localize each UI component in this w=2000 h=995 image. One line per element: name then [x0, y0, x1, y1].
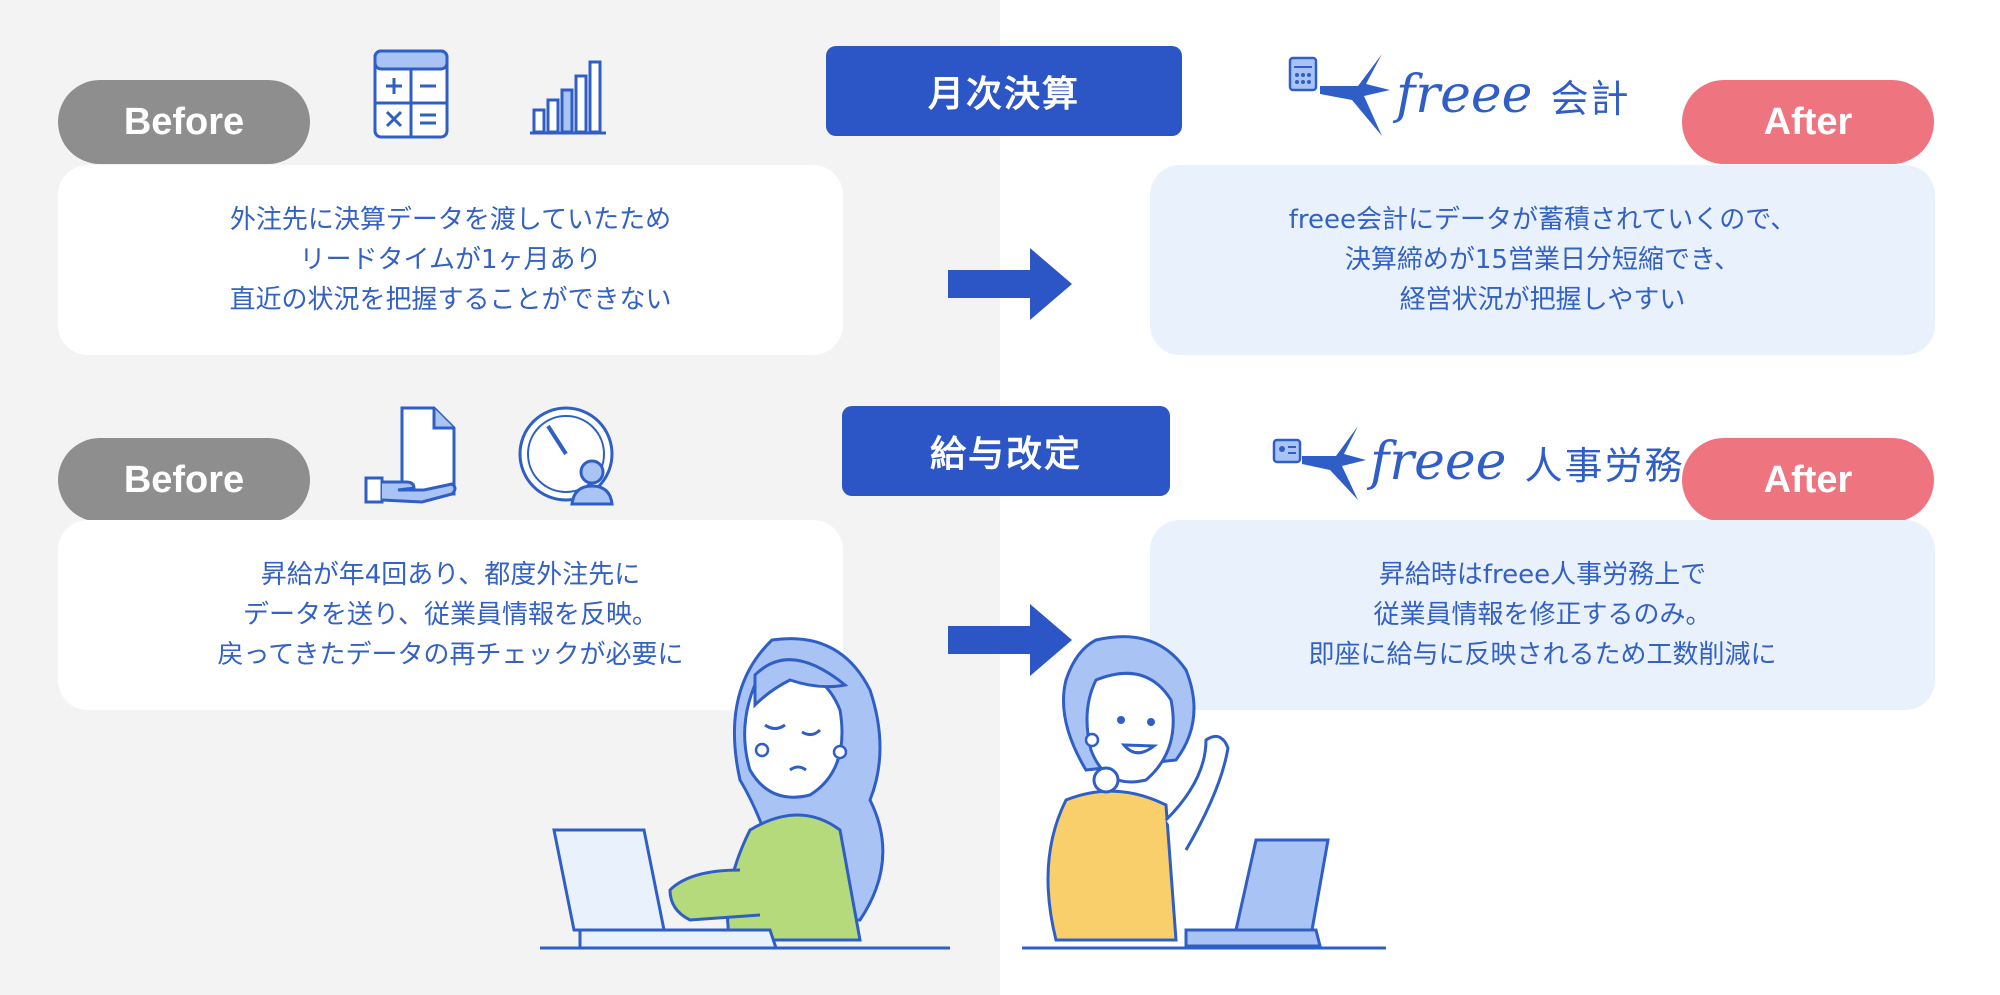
worried-woman-illustration [540, 630, 960, 960]
before-badge-label: Before [123, 100, 245, 143]
card-line: 従業員情報を修正するのみ。 [1373, 600, 1712, 630]
logo-product-name: 会計 [1550, 76, 1631, 121]
card-line: 経営状況が把握しやすい [1399, 285, 1686, 315]
clock-person-icon [516, 404, 620, 508]
after-card-row1: freee会計にデータが蓄積されていくので、 決算締めが15営業日分短縮でき、 … [1150, 165, 1935, 355]
freee-accounting-bird-icon [1286, 50, 1396, 140]
card-line: リードタイムが1ヶ月あり [299, 245, 602, 275]
category-label-monthly-closing: 月次決算 [826, 46, 1182, 136]
before-card-row1: 外注先に決算データを渡していたため リードタイムが1ヶ月あり 直近の状況を把握す… [58, 165, 843, 355]
card-line: 直近の状況を把握することができない [229, 285, 672, 315]
after-badge-label: After [1763, 458, 1853, 501]
category-text: 月次決算 [927, 74, 1080, 115]
after-badge-row1: After [1682, 80, 1934, 164]
before-badge-label: Before [123, 458, 245, 501]
card-line: 外注先に決算データを渡していたため [229, 205, 672, 235]
bar-chart-icon [530, 58, 610, 136]
freee-hr-bird-icon [1270, 420, 1370, 504]
logo-wordmark: freee [1370, 432, 1507, 492]
right-arrow-icon [948, 248, 1072, 320]
after-badge-label: After [1763, 100, 1853, 143]
calculator-icon [372, 48, 450, 140]
category-text: 給与改定 [929, 434, 1082, 475]
freee-hr-logo: freee 人事労務 [1270, 420, 1684, 504]
right-arrow-icon [948, 604, 1072, 676]
after-card-row2: 昇給時はfreee人事労務上で 従業員情報を修正するのみ。 即座に給与に反映され… [1150, 520, 1935, 710]
before-card-row2: 昇給が年4回あり、都度外注先に データを送り、従業員情報を反映。 戻ってきたデー… [58, 520, 843, 710]
before-badge-row2: Before [58, 438, 310, 522]
card-line: 昇給時はfreee人事労務上で [1378, 560, 1707, 590]
happy-woman-illustration [1016, 630, 1396, 960]
logo-wordmark: freee [1396, 65, 1533, 125]
card-line: データを送り、従業員情報を反映。 [243, 600, 658, 630]
card-line: 決算締めが15営業日分短縮でき、 [1344, 245, 1741, 275]
card-line: 即座に給与に反映されるため工数削減に [1308, 640, 1777, 670]
document-hand-icon [362, 404, 462, 504]
logo-product-name: 人事労務 [1524, 443, 1685, 488]
before-badge-row1: Before [58, 80, 310, 164]
category-label-salary-revision: 給与改定 [842, 406, 1170, 496]
after-badge-row2: After [1682, 438, 1934, 522]
card-line: 戻ってきたデータの再チェックが必要に [217, 640, 684, 670]
card-line: freee会計にデータが蓄積されていくので、 [1288, 205, 1797, 235]
card-line: 昇給が年4回あり、都度外注先に [260, 560, 641, 590]
freee-accounting-logo: freee 会計 [1286, 50, 1630, 140]
